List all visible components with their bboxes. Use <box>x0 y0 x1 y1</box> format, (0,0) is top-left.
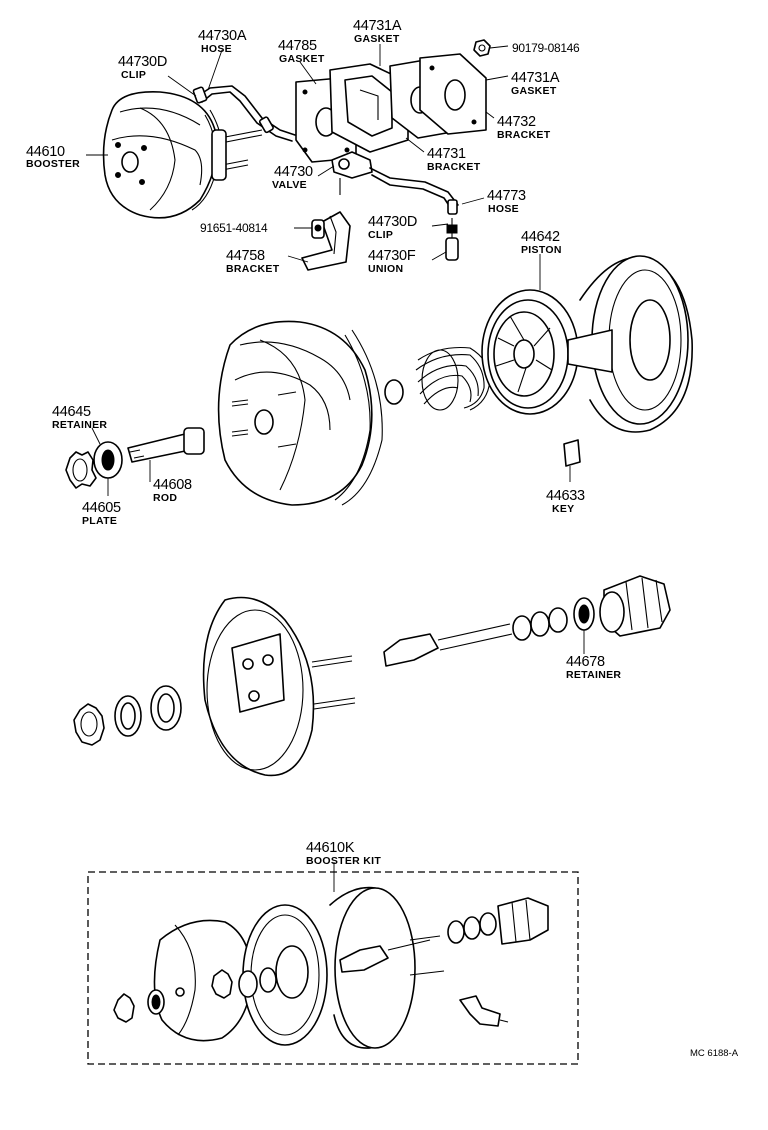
svg-text:HOSE: HOSE <box>201 43 232 55</box>
svg-text:BOOSTER: BOOSTER <box>26 158 80 170</box>
svg-text:90179-08146: 90179-08146 <box>512 41 580 55</box>
svg-text:PISTON: PISTON <box>521 244 562 256</box>
label-44642-piston: 44642 PISTON <box>521 229 562 256</box>
svg-text:44773: 44773 <box>487 188 526 204</box>
svg-text:RETAINER: RETAINER <box>52 419 107 431</box>
label-44732-bracket: 44732 BRACKET <box>497 114 551 141</box>
svg-text:44645: 44645 <box>52 404 91 420</box>
svg-text:44610: 44610 <box>26 144 65 160</box>
label-44730d-clip-top: 44730D CLIP <box>118 54 167 81</box>
svg-text:44633: 44633 <box>546 488 585 504</box>
label-44610k-booster-kit: 44610K BOOSTER KIT <box>306 840 381 867</box>
svg-text:44731A: 44731A <box>511 70 560 86</box>
svg-text:44731A: 44731A <box>353 18 402 34</box>
booster-kit-box <box>87 871 579 1065</box>
svg-text:44730D: 44730D <box>118 54 167 70</box>
leader-lines <box>86 44 585 892</box>
svg-text:BRACKET: BRACKET <box>427 161 481 173</box>
svg-text:KEY: KEY <box>552 503 575 515</box>
part-labels: 44730A HOSE 44730D CLIP 44785 GASKET 447… <box>26 18 739 1059</box>
svg-text:GASKET: GASKET <box>511 85 557 97</box>
label-44730d-clip-low: 44730D CLIP <box>368 214 417 241</box>
svg-text:44730F: 44730F <box>368 248 416 264</box>
booster-assembly-top <box>102 39 491 271</box>
booster-assembly-lower <box>73 575 671 777</box>
label-44730f-union: 44730F UNION <box>368 248 416 275</box>
label-44731a-gasket-right: 44731A GASKET <box>511 70 560 97</box>
svg-text:CLIP: CLIP <box>368 229 393 241</box>
svg-text:RETAINER: RETAINER <box>566 669 621 681</box>
booster-assembly-middle <box>65 255 693 506</box>
svg-text:HOSE: HOSE <box>488 203 519 215</box>
svg-text:BRACKET: BRACKET <box>226 263 280 275</box>
label-44608-rod: 44608 ROD <box>153 477 192 504</box>
svg-text:UNION: UNION <box>368 263 403 275</box>
svg-text:44610K: 44610K <box>306 840 355 856</box>
svg-text:BRACKET: BRACKET <box>497 129 551 141</box>
label-44645-retainer: 44645 RETAINER <box>52 404 107 431</box>
svg-text:44642: 44642 <box>521 229 560 245</box>
svg-text:44605: 44605 <box>82 500 121 516</box>
label-44758-bracket: 44758 BRACKET <box>226 248 280 275</box>
label-91651-40814: 91651-40814 <box>200 221 268 235</box>
label-44605-plate: 44605 PLATE <box>82 500 121 527</box>
label-44610-booster: 44610 BOOSTER <box>26 144 80 170</box>
svg-text:44608: 44608 <box>153 477 192 493</box>
svg-text:ROD: ROD <box>153 492 177 504</box>
svg-text:44731: 44731 <box>427 146 466 162</box>
label-44730-valve: 44730 VALVE <box>272 164 313 191</box>
label-44633-key: 44633 KEY <box>546 488 585 515</box>
label-44730a-hose: 44730A HOSE <box>198 28 247 55</box>
diagram-reference-code: MC 6188-A <box>690 1048 739 1059</box>
svg-text:44785: 44785 <box>278 38 317 54</box>
label-44731-bracket: 44731 BRACKET <box>427 146 481 173</box>
svg-text:44732: 44732 <box>497 114 536 130</box>
label-90179-08146: 90179-08146 <box>512 41 580 55</box>
svg-text:44678: 44678 <box>566 654 605 670</box>
svg-text:44730A: 44730A <box>198 28 247 44</box>
label-44678-retainer: 44678 RETAINER <box>566 654 621 681</box>
svg-text:GASKET: GASKET <box>279 53 325 65</box>
label-44785-gasket: 44785 GASKET <box>278 38 325 65</box>
svg-text:GASKET: GASKET <box>354 33 400 45</box>
svg-text:44730: 44730 <box>274 164 313 180</box>
svg-text:44758: 44758 <box>226 248 265 264</box>
label-44773-hose: 44773 HOSE <box>487 188 526 215</box>
svg-text:PLATE: PLATE <box>82 515 117 527</box>
label-44731a-gasket-top: 44731A GASKET <box>353 18 402 45</box>
svg-text:CLIP: CLIP <box>121 69 146 81</box>
svg-text:VALVE: VALVE <box>272 179 307 191</box>
svg-text:BOOSTER KIT: BOOSTER KIT <box>306 855 381 867</box>
svg-text:44730D: 44730D <box>368 214 417 230</box>
svg-text:91651-40814: 91651-40814 <box>200 221 268 235</box>
